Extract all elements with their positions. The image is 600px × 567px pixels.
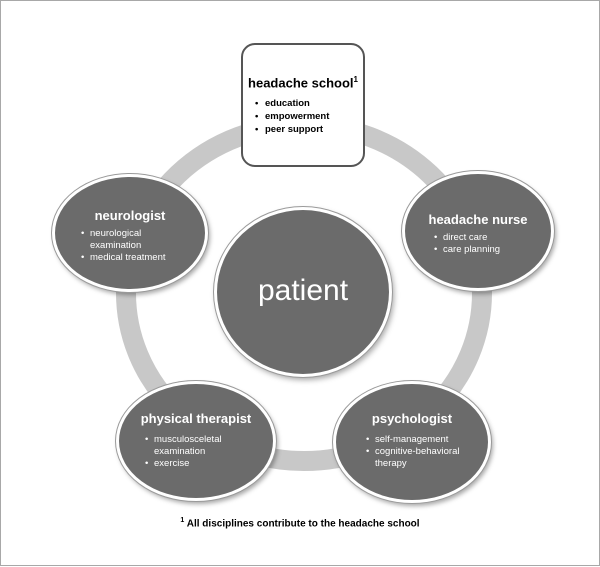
psychologist-list: self-management cognitive-behavioral the… (366, 434, 471, 470)
headache-nurse-node: headache nurse direct care care planning (402, 171, 554, 291)
list-item: medical treatment (81, 252, 191, 264)
neurologist-list: neurological examination medical treatme… (81, 228, 191, 264)
list-item: cognitive-behavioral therapy (366, 446, 471, 470)
footnote-marker: 1 (180, 517, 185, 524)
neurologist-node: neurologist neurological examination med… (52, 174, 208, 292)
headache-nurse-title: headache nurse (428, 212, 528, 227)
footnote: 1 All disciplines contribute to the head… (1, 517, 599, 529)
neurologist-title: neurologist (94, 208, 166, 223)
patient-label: patient (257, 274, 349, 307)
list-item: self-management (366, 434, 471, 446)
physical-therapist-list: musculosceletal examination exercise (145, 434, 245, 470)
list-item: education (255, 97, 329, 110)
list-item: care planning (434, 244, 534, 256)
list-item: musculosceletal examination (145, 434, 245, 458)
list-item: empowerment (255, 110, 329, 123)
headache-school-list: education empowerment peer support (255, 97, 329, 136)
headache-school-title: headache school1 (248, 75, 358, 91)
footnote-text: All disciplines contribute to the headac… (186, 518, 420, 530)
psychologist-title: psychologist (371, 411, 453, 426)
headache-nurse-list: direct care care planning (434, 232, 534, 256)
list-item: peer support (255, 123, 329, 136)
patient-node: patient (214, 207, 392, 377)
headache-school-box: headache school1 education empowerment p… (241, 43, 365, 167)
physical-therapist-title: physical therapist (140, 411, 252, 426)
list-item: direct care (434, 232, 534, 244)
physical-therapist-node: physical therapist musculosceletal exami… (116, 381, 276, 501)
psychologist-node: psychologist self-management cognitive-b… (333, 381, 491, 503)
list-item: exercise (145, 458, 245, 470)
list-item: neurological examination (81, 228, 191, 252)
